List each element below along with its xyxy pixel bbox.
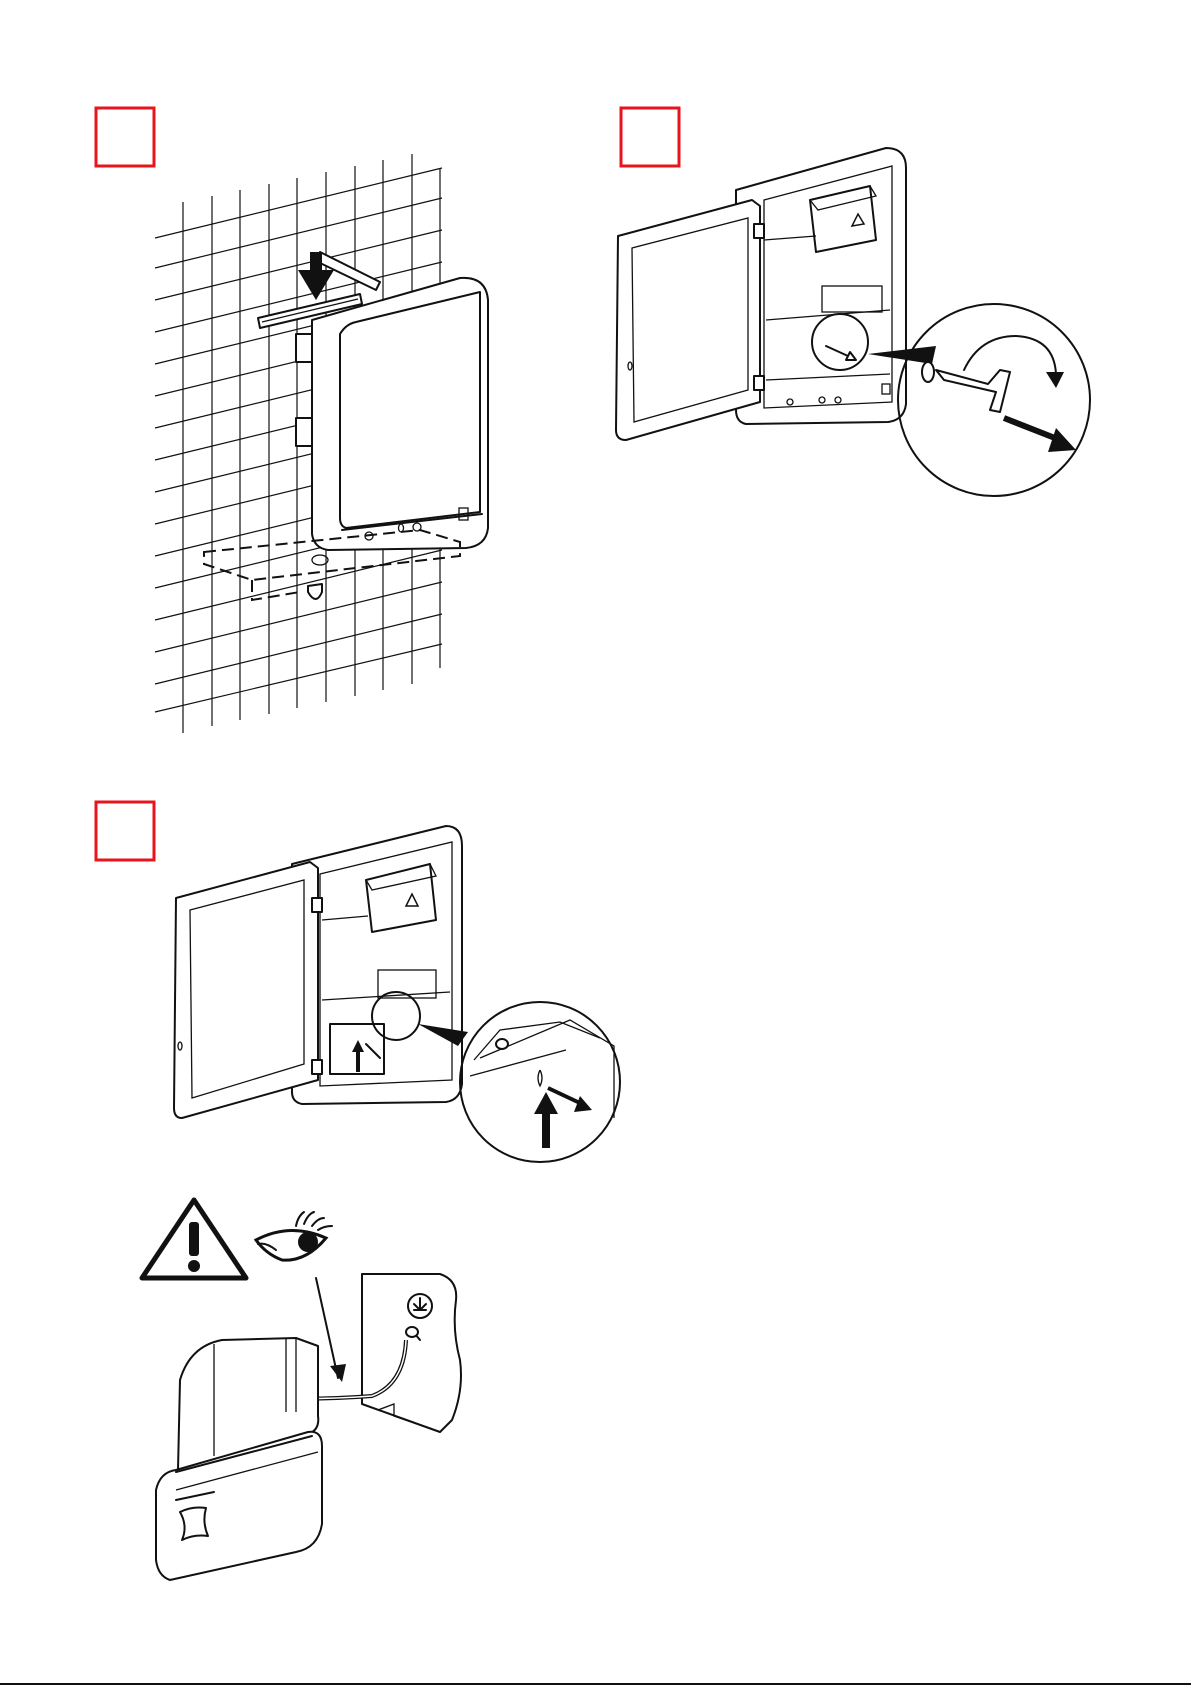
zoom-circle-large-3 [460,1002,620,1162]
keyhole-slot [538,1070,542,1086]
cabinet-door-mirror [340,292,480,528]
figure-2-open-cabinet [616,148,1090,496]
ground-screw [406,1327,418,1337]
screw-3 [496,1039,508,1049]
rotate-arrow-icon [964,336,1056,374]
wall-bracket-top [296,334,312,362]
step-box-1 [96,108,154,166]
cabinet-door-open [616,200,760,440]
hinge-bottom [754,376,764,390]
pull-arrow-icon [1004,418,1060,440]
figure-3-cabinet-detail [174,826,620,1162]
basin-trap [308,584,322,599]
step-box-2 [621,108,679,166]
hinge-top [754,224,764,238]
hex-key-icon [936,370,1010,412]
eye-icon [256,1212,332,1260]
figure-1-wall-mount [155,154,488,733]
step-box-3 [96,802,154,860]
wall-bracket-bottom [296,418,312,446]
up-arrow-icon [534,1092,558,1148]
cabinet-door-3 [174,862,318,1118]
slide-arrow-icon [548,1088,582,1104]
screw-head [922,362,934,382]
figure-4-ground-warning [142,1200,461,1580]
